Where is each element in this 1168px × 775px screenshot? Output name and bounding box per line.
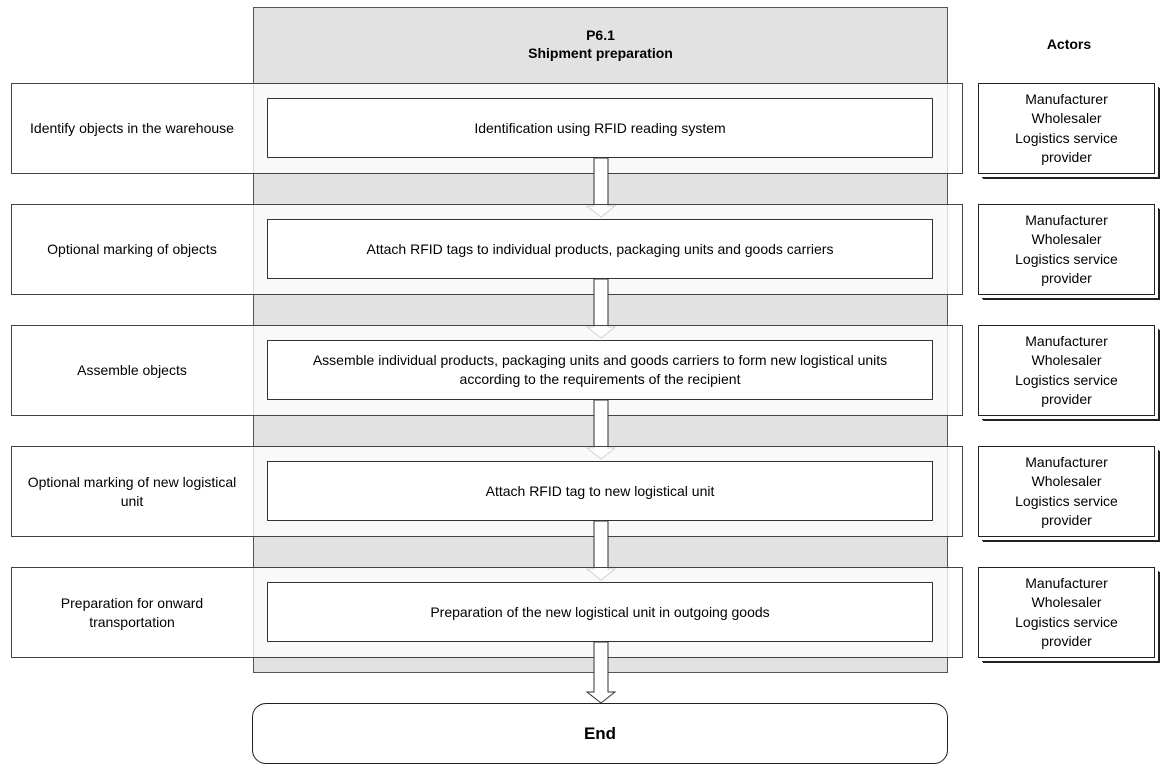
actor-wholesaler: Wholesaler [1031, 110, 1102, 126]
row-label: Optional marking of new logistical unit [27, 473, 237, 509]
actor-logistics-provider: Logistics service provider [1015, 613, 1118, 650]
actor-logistics-provider: Logistics service provider [1015, 492, 1118, 529]
row-label: Identify objects in the warehouse [30, 120, 234, 136]
actors-title: Actors [1046, 36, 1092, 52]
process-step: Attach RFID tag to new logistical unit [267, 461, 933, 521]
down-arrow [586, 642, 616, 704]
actors-box: Manufacturer Wholesaler Logistics servic… [978, 325, 1155, 416]
actor-manufacturer: Manufacturer [1025, 90, 1108, 107]
actors-box: Manufacturer Wholesaler Logistics servic… [978, 446, 1155, 537]
process-step: Preparation of the new logistical unit i… [267, 582, 933, 642]
actor-wholesaler: Wholesaler [1031, 352, 1102, 368]
actor-manufacturer: Manufacturer [1025, 211, 1108, 228]
row-label: Assemble objects [77, 362, 187, 378]
process-header: P6.1 Shipment preparation [253, 26, 948, 62]
actor-wholesaler: Wholesaler [1031, 473, 1102, 489]
actor-logistics-provider: Logistics service provider [1015, 250, 1118, 287]
actor-wholesaler: Wholesaler [1031, 594, 1102, 610]
process-step: Attach RFID tags to individual products,… [267, 219, 933, 279]
actor-manufacturer: Manufacturer [1025, 453, 1108, 470]
actors-box: Manufacturer Wholesaler Logistics servic… [978, 567, 1155, 658]
actor-manufacturer: Manufacturer [1025, 332, 1108, 349]
actor-logistics-provider: Logistics service provider [1015, 371, 1118, 408]
process-step: Assemble individual products, packaging … [267, 340, 933, 400]
actors-box: Manufacturer Wholesaler Logistics servic… [978, 83, 1155, 174]
actor-logistics-provider: Logistics service provider [1015, 129, 1118, 166]
process-id: P6.1 [586, 27, 615, 43]
process-name: Shipment preparation [528, 45, 673, 61]
process-step: Identification using RFID reading system [267, 98, 933, 158]
row-label: Optional marking of objects [47, 241, 217, 257]
actors-box: Manufacturer Wholesaler Logistics servic… [978, 204, 1155, 295]
end-terminator: End [252, 703, 948, 764]
actor-wholesaler: Wholesaler [1031, 231, 1102, 247]
actor-manufacturer: Manufacturer [1025, 574, 1108, 591]
row-label: Preparation for onward transportation [60, 594, 204, 630]
